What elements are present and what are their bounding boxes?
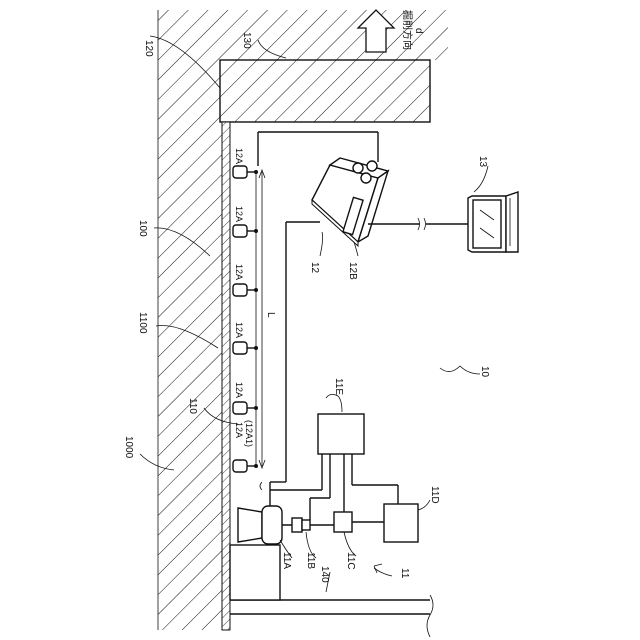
- label-direction: 掘削方向: [401, 10, 414, 50]
- label-12a-3: 12A: [234, 264, 244, 280]
- sensor-12a: [233, 402, 256, 414]
- label-11: 11: [399, 568, 410, 579]
- label-11d: 11D: [429, 486, 440, 504]
- tunnel-lining: [222, 122, 230, 630]
- tunnel-face: [220, 60, 430, 122]
- label-110: 110: [187, 398, 198, 414]
- sensor-12a: [233, 225, 256, 237]
- label-11c: 11C: [345, 552, 356, 570]
- label-12a-6: 12A: [234, 422, 244, 438]
- label-12a-2: 12A: [234, 206, 244, 222]
- label-12b: 12B: [347, 262, 358, 280]
- label-11a: 11A: [281, 552, 292, 569]
- label-100: 100: [137, 220, 148, 237]
- label-12a-1: 12A: [234, 148, 244, 164]
- label-1100: 1100: [137, 312, 148, 334]
- label-11b: 11B: [305, 552, 316, 569]
- laptop-13: [468, 192, 518, 252]
- label-direction-d: d: [413, 28, 424, 34]
- label-12a1: (12A1): [244, 420, 254, 447]
- network-link: [368, 218, 470, 230]
- label-120: 120: [143, 40, 154, 57]
- label-L: L: [265, 312, 276, 318]
- control-unit-11e: [318, 414, 364, 454]
- drive-assembly: [238, 504, 418, 544]
- label-13: 13: [477, 156, 488, 168]
- label-1000: 1000: [123, 436, 134, 459]
- sensor-12a: [233, 166, 256, 178]
- label-12: 12: [309, 262, 320, 274]
- label-140: 140: [319, 566, 330, 583]
- sensor-12a: [233, 342, 256, 354]
- label-11e: 11E: [333, 378, 344, 395]
- control-wiring: [270, 454, 398, 520]
- sensor-12a: [233, 284, 256, 296]
- dimension-L: [259, 170, 265, 468]
- label-130: 130: [241, 32, 252, 49]
- measurement-unit-12: [312, 158, 388, 246]
- label-12a-4: 12A: [234, 322, 244, 338]
- label-12a-5: 12A: [234, 382, 244, 398]
- floor-structure: [230, 545, 433, 637]
- label-10: 10: [479, 366, 490, 378]
- sensor-12a: [233, 460, 256, 472]
